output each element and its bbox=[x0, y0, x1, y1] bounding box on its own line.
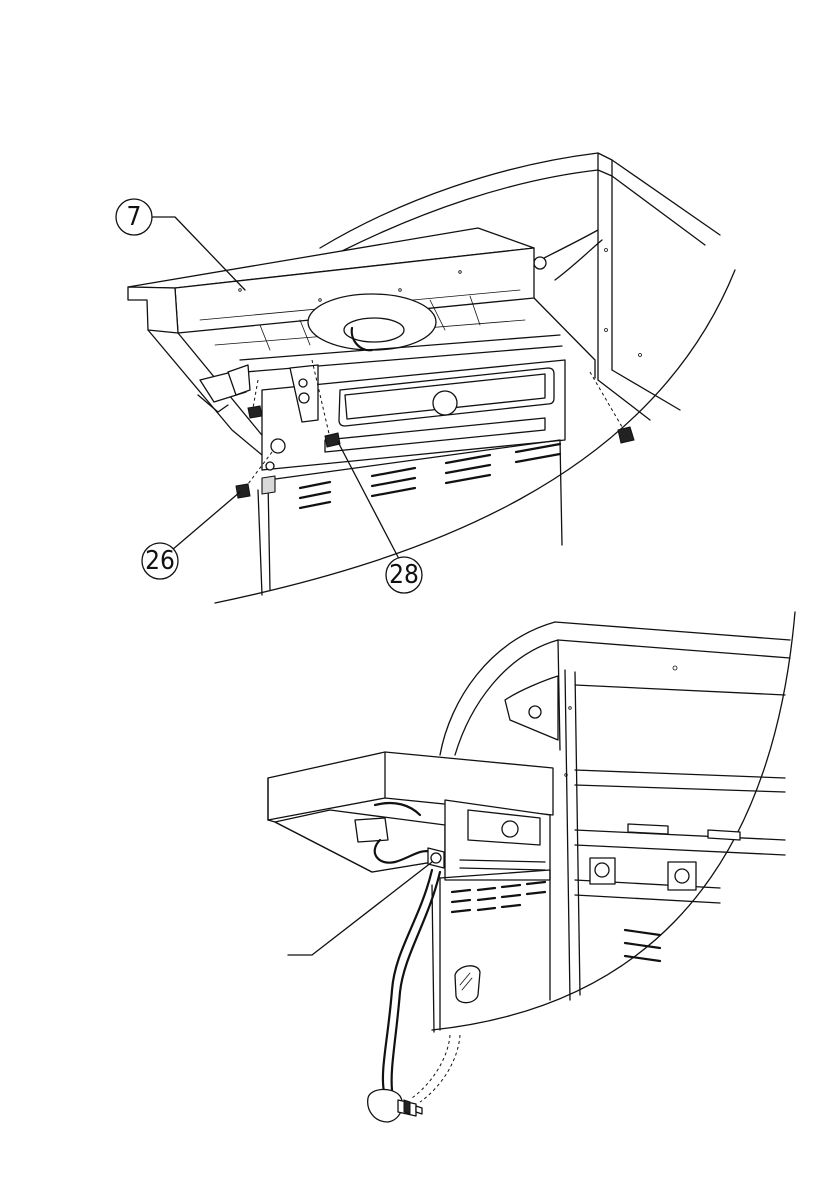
cart-panel-bottom bbox=[432, 870, 550, 1032]
callout-label-28: 28 bbox=[389, 560, 419, 590]
callout-label-7: 7 bbox=[127, 202, 142, 232]
hose-leader-line bbox=[288, 862, 432, 955]
installed-side-shelf bbox=[268, 752, 553, 880]
gas-hose-regulator bbox=[368, 870, 460, 1122]
bottom-assembly-view bbox=[268, 612, 795, 1122]
callout-label-26: 26 bbox=[145, 546, 175, 576]
top-assembly-view: 7 26 28 bbox=[116, 153, 735, 603]
callout-26: 26 bbox=[142, 492, 240, 579]
